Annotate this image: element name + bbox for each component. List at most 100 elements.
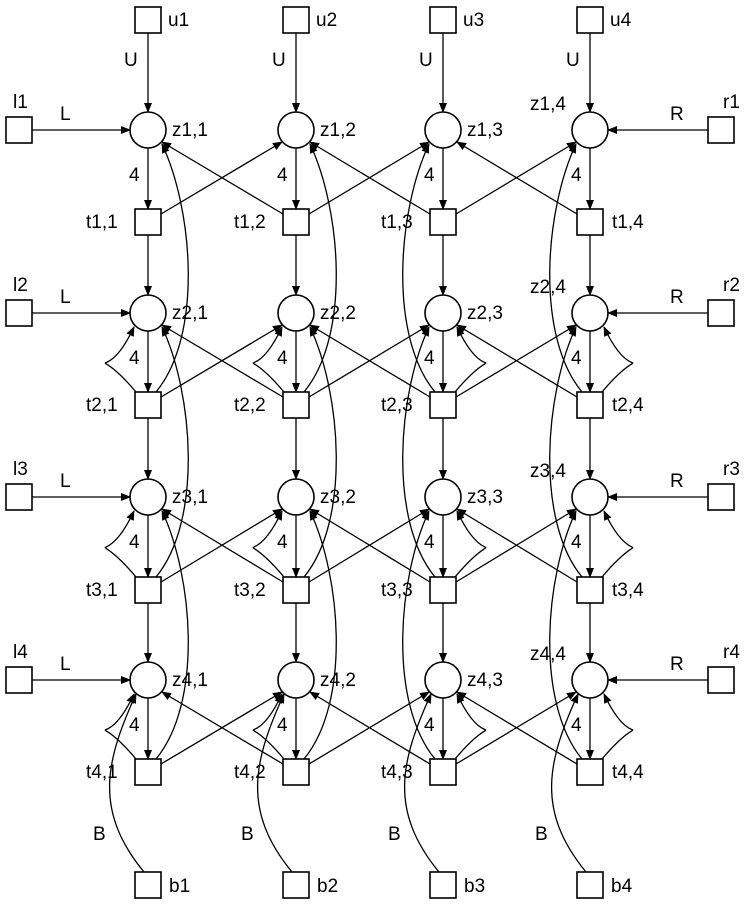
place-node	[277, 294, 315, 332]
place-label: z3,2	[320, 487, 356, 508]
transition-node	[576, 758, 604, 786]
transition-node	[576, 391, 604, 419]
arc-transition-to-upper-place	[155, 143, 189, 393]
source-label-b: b3	[464, 876, 485, 897]
source-node-u	[429, 6, 457, 34]
place-node	[571, 294, 609, 332]
arc-weight-label: 4	[571, 165, 582, 186]
arc-transition-to-upper-place	[155, 510, 189, 760]
place-label: z4,3	[467, 670, 503, 691]
arc-lower-transition-to-place	[104, 693, 137, 760]
transition-label: t1,4	[612, 212, 644, 233]
source-label-l: l2	[13, 275, 28, 296]
transition-label: t3,1	[86, 580, 118, 601]
arc-weight-label: 4	[277, 165, 288, 186]
source-label-l: l4	[13, 642, 28, 663]
arc-label-b: B	[241, 824, 254, 845]
transition-label: t2,3	[381, 395, 413, 416]
transition-node	[429, 576, 457, 604]
arc-b-to-place	[256, 693, 293, 873]
source-node-b	[429, 871, 457, 899]
arc-label-l: L	[60, 104, 71, 125]
arc-label-l: L	[60, 654, 71, 675]
place-label: z2,1	[172, 303, 208, 324]
transition-node	[134, 391, 162, 419]
transition-label: t3,4	[612, 580, 644, 601]
arc-label-r: R	[670, 654, 684, 675]
source-node-r	[707, 666, 735, 694]
arc-weight-label: 4	[571, 532, 582, 553]
place-node	[424, 111, 462, 149]
source-label-r: r3	[723, 459, 740, 480]
arc-weight-label: 4	[571, 715, 582, 736]
arc-lower-transition-to-place	[601, 510, 634, 578]
transition-label: t4,3	[381, 762, 413, 783]
arc-weight-label: 4	[424, 348, 435, 369]
source-node-l	[5, 666, 33, 694]
place-label: z1,2	[320, 120, 356, 141]
transition-node	[282, 758, 310, 786]
place-node	[424, 294, 462, 332]
place-node	[571, 111, 609, 149]
arc-weight-label: 4	[424, 532, 435, 553]
transition-node	[134, 758, 162, 786]
source-node-u	[282, 6, 310, 34]
arc-lower-transition-to-place	[252, 693, 285, 760]
arc-label-b: B	[535, 824, 548, 845]
transition-label: t2,1	[86, 395, 118, 416]
arc-label-u: U	[566, 50, 580, 71]
arc-transition-to-upper-place	[303, 143, 337, 393]
source-node-u	[134, 6, 162, 34]
place-label: z3,1	[172, 487, 208, 508]
arc-label-l: L	[60, 471, 71, 492]
transition-node	[134, 208, 162, 236]
arc-transition-to-left-place	[456, 691, 578, 765]
place-node	[424, 478, 462, 516]
place-label: z4,4	[530, 644, 566, 665]
arc-weight-label: 4	[129, 715, 140, 736]
source-label-r: r2	[723, 275, 740, 296]
transition-label: t1,1	[86, 212, 118, 233]
place-node	[424, 661, 462, 699]
transition-label: t4,4	[612, 762, 644, 783]
arc-lower-transition-to-place	[601, 326, 634, 393]
arc-b-to-place	[108, 693, 145, 873]
transition-node	[576, 208, 604, 236]
transition-label: t4,2	[234, 762, 266, 783]
transition-node	[282, 391, 310, 419]
transition-label: t4,1	[86, 762, 118, 783]
source-label-u: u1	[168, 10, 189, 31]
arc-transition-to-left-place	[161, 141, 284, 215]
place-label: z3,4	[530, 461, 566, 482]
arc-weight-label: 4	[129, 165, 140, 186]
source-label-u: u2	[316, 10, 337, 31]
transition-label: t3,3	[381, 580, 413, 601]
place-node	[277, 661, 315, 699]
arc-weight-label: 4	[277, 532, 288, 553]
source-node-l	[5, 299, 33, 327]
arc-lower-transition-to-place	[252, 510, 285, 578]
arc-b-to-place	[403, 693, 440, 873]
source-node-b	[282, 871, 310, 899]
arc-label-u: U	[124, 50, 138, 71]
transition-node	[429, 208, 457, 236]
place-node	[277, 478, 315, 516]
arc-weight-label: 4	[277, 348, 288, 369]
arc-transition-to-upper-place	[303, 510, 337, 760]
source-node-r	[707, 299, 735, 327]
transition-label: t1,2	[234, 212, 266, 233]
source-node-b	[576, 871, 604, 899]
arc-transition-to-left-place	[309, 691, 431, 765]
place-node	[571, 478, 609, 516]
arc-lower-transition-to-place	[454, 326, 487, 393]
arc-transition-to-upper-place	[549, 326, 583, 578]
source-node-r	[707, 483, 735, 511]
arc-lower-transition-to-place	[601, 693, 634, 760]
source-label-b: b4	[611, 876, 633, 897]
arc-transition-to-upper-place	[549, 510, 583, 760]
arc-weight-label: 4	[277, 715, 288, 736]
arc-label-u: U	[419, 50, 433, 71]
place-label: z4,1	[172, 670, 208, 691]
source-label-r: r1	[723, 92, 740, 113]
arc-transition-to-left-place	[161, 508, 284, 583]
